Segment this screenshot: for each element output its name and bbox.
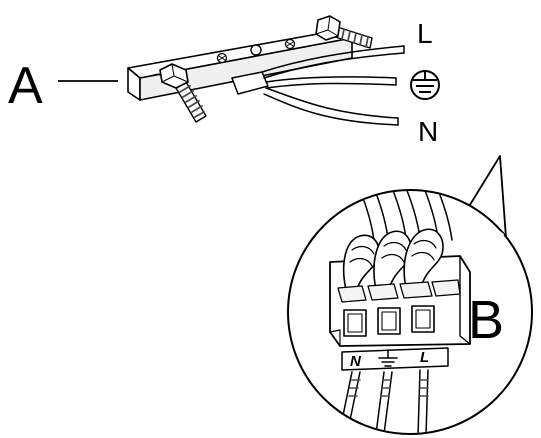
terminal-block-detail xyxy=(329,191,471,433)
bracket-assembly xyxy=(127,15,405,126)
terminal-label-l: L xyxy=(420,349,429,366)
bolt-left xyxy=(159,63,207,123)
earth-icon xyxy=(410,70,440,100)
label-neutral: N xyxy=(418,116,438,147)
cable-sheath xyxy=(231,71,269,95)
wire-neutral xyxy=(263,87,399,126)
callout-pointer xyxy=(467,155,507,239)
label-live: L xyxy=(417,18,433,49)
terminal-label-n: N xyxy=(350,353,362,370)
terminal-earth-icon xyxy=(378,349,398,367)
bolt-right xyxy=(315,15,373,49)
clamp-lever-n xyxy=(342,234,380,293)
terminal-label-strip xyxy=(341,347,449,371)
clamp-lever-l xyxy=(403,228,444,291)
clamp-lever-earth xyxy=(373,230,412,293)
label-part-a: A xyxy=(8,57,43,115)
label-part-b: B xyxy=(468,290,504,350)
wire-earth xyxy=(265,76,397,89)
terminal-openings xyxy=(343,305,435,337)
bracket-hole xyxy=(250,44,262,56)
wire-live xyxy=(261,45,405,79)
